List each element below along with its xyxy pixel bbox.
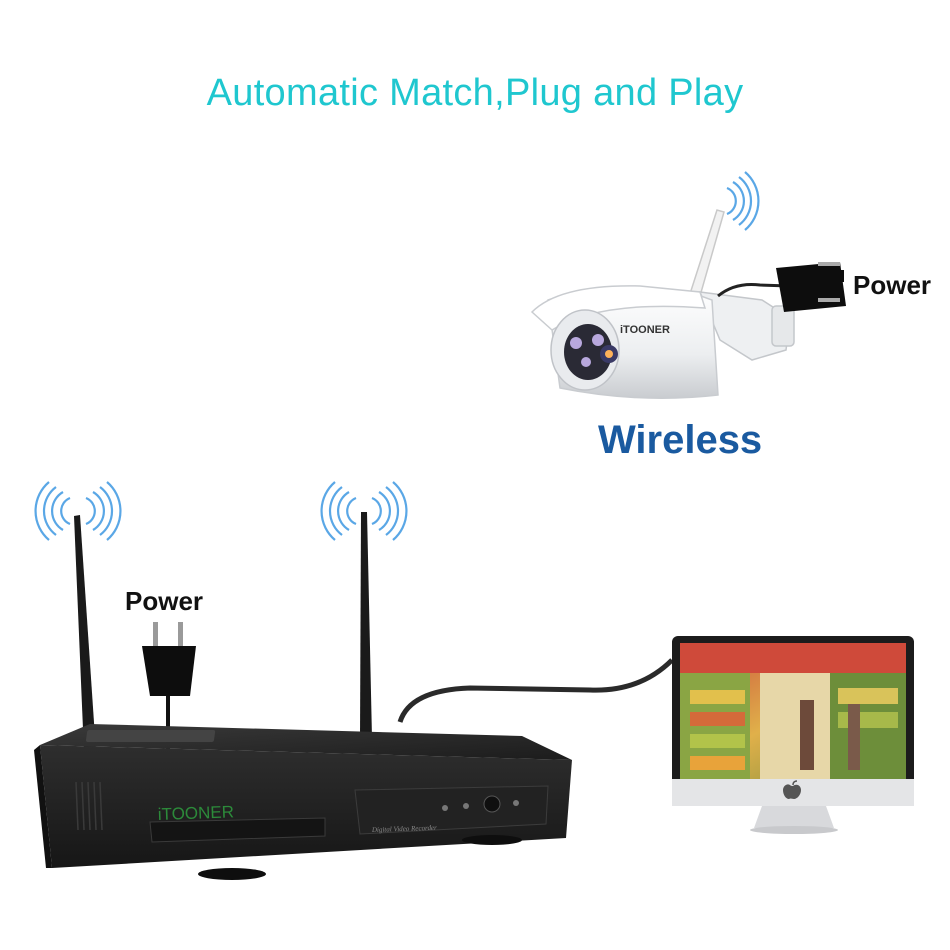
camera-power-label: Power	[853, 270, 932, 300]
computer-monitor	[672, 636, 914, 834]
wifi-signal-icon	[726, 171, 760, 231]
camera-power-cable	[717, 283, 791, 298]
nvr-brand-text: iTOONER	[157, 802, 234, 824]
nvr-model-text: Digital Video Recorder	[371, 824, 437, 834]
video-cable	[397, 658, 674, 723]
bullet-camera	[530, 285, 795, 399]
camera-brand-text: iTOONER	[620, 324, 670, 336]
nvr-recorder	[34, 724, 572, 880]
nvr-power-label: Power	[125, 586, 204, 616]
nvr-antenna-right	[360, 512, 372, 739]
headline: Automatic Match,Plug and Play	[206, 72, 744, 114]
camera-antenna	[687, 209, 725, 304]
apple-logo-icon	[783, 780, 801, 799]
wifi-signal-icon	[320, 481, 408, 541]
power-plug-icon	[776, 262, 846, 312]
nvr-antenna-left	[74, 515, 96, 753]
wifi-signal-icon	[34, 481, 122, 541]
power-plug-icon	[142, 622, 196, 696]
wireless-label: Wireless	[598, 418, 763, 462]
